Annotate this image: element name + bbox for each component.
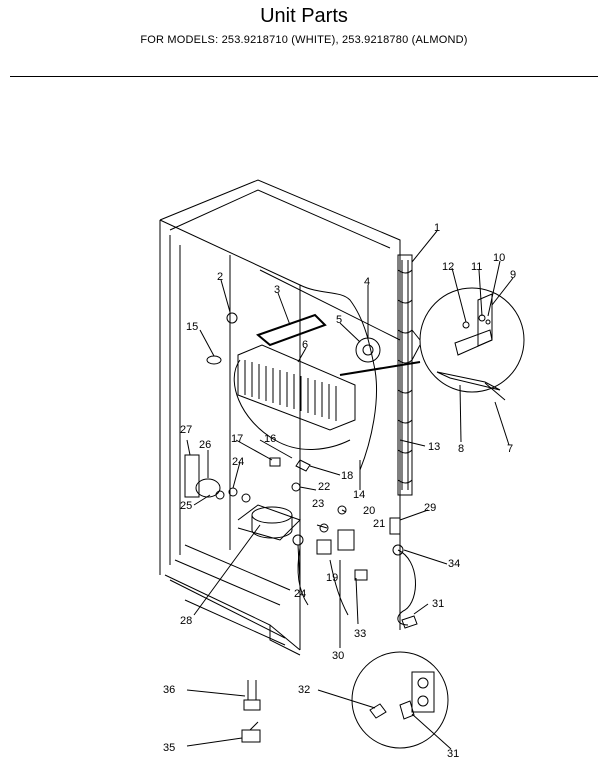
callout-12: 12 xyxy=(442,261,454,273)
callout-22: 22 xyxy=(318,481,330,493)
callout-29: 29 xyxy=(424,502,436,514)
callout-11: 11 xyxy=(471,261,482,273)
callout-23: 23 xyxy=(312,498,324,510)
callout-30: 30 xyxy=(332,650,344,662)
callout-labels: 1 2 3 4 5 6 7 8 9 10 11 12 13 14 15 16 1… xyxy=(163,222,516,760)
callout-24: 24 xyxy=(232,456,244,468)
title-divider xyxy=(10,76,598,77)
callout-31b: 31 xyxy=(447,748,459,760)
callout-5: 5 xyxy=(336,314,342,326)
callout-18: 18 xyxy=(341,470,353,482)
evaporator xyxy=(233,284,421,471)
callout-21: 21 xyxy=(373,518,385,530)
callout-28: 28 xyxy=(180,615,192,627)
callout-17: 17 xyxy=(231,433,243,445)
callout-16: 16 xyxy=(264,433,276,445)
callout-9: 9 xyxy=(510,269,516,281)
bracket-detail-circle xyxy=(411,287,525,401)
leader-lines xyxy=(186,230,514,750)
callout-34: 34 xyxy=(448,558,460,570)
condenser-coil xyxy=(397,254,413,496)
callout-24b: 24 xyxy=(294,588,306,600)
callout-7: 7 xyxy=(507,443,513,455)
callout-4: 4 xyxy=(364,276,370,288)
power-cord xyxy=(397,549,418,629)
callout-6: 6 xyxy=(302,339,308,351)
callout-13: 13 xyxy=(428,441,440,453)
callout-14: 14 xyxy=(353,489,365,501)
callout-26: 26 xyxy=(199,439,211,451)
callout-27: 27 xyxy=(180,424,192,436)
page-title: Unit Parts xyxy=(260,5,348,27)
cabinet-illustration xyxy=(159,179,401,656)
compressor xyxy=(237,504,349,616)
loose-parts xyxy=(241,680,261,743)
callout-36: 36 xyxy=(163,684,175,696)
small-parts xyxy=(184,312,404,581)
callout-20: 20 xyxy=(363,505,375,517)
callout-15: 15 xyxy=(186,321,198,333)
callout-10: 10 xyxy=(493,252,505,264)
callout-2: 2 xyxy=(217,271,223,283)
callout-35: 35 xyxy=(163,742,175,754)
callout-31: 31 xyxy=(432,598,444,610)
callout-8: 8 xyxy=(458,443,464,455)
callout-32: 32 xyxy=(298,684,310,696)
callout-33: 33 xyxy=(354,628,366,640)
outlet-detail-circle xyxy=(351,651,449,749)
callout-25: 25 xyxy=(180,500,192,512)
models-subtitle: FOR MODELS: 253.9218710 (WHITE), 253.921… xyxy=(140,34,468,46)
callout-1: 1 xyxy=(434,222,440,234)
callout-19: 19 xyxy=(326,572,338,584)
callout-3: 3 xyxy=(274,284,280,296)
